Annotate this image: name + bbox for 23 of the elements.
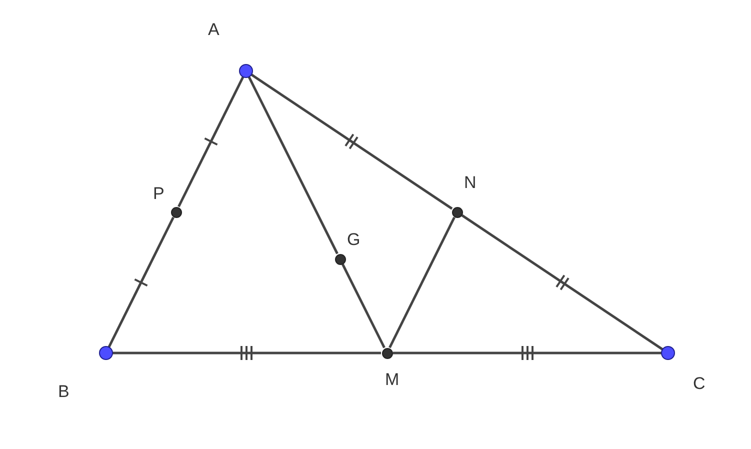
point-marker (170, 206, 182, 218)
point-label: B (58, 382, 70, 402)
point-label: N (464, 173, 476, 193)
point-marker (99, 346, 113, 360)
line-segment (178, 76, 244, 208)
point-label: P (153, 184, 164, 204)
line-segment (393, 352, 662, 354)
point-marker (239, 64, 253, 78)
point-marker (382, 348, 392, 358)
point-label: M (385, 370, 400, 390)
line-segment (248, 76, 338, 254)
line-segment (108, 216, 174, 348)
line-segment (112, 352, 381, 354)
line-segment (461, 214, 664, 351)
line-segment (388, 216, 456, 348)
point-marker (334, 254, 346, 264)
point-marker (661, 346, 675, 360)
point-label: G (347, 230, 360, 250)
line-segment (250, 73, 453, 210)
point-label: C (693, 374, 706, 394)
point-marker (452, 206, 462, 218)
point-label: A (208, 20, 220, 40)
line-segment (342, 264, 386, 348)
